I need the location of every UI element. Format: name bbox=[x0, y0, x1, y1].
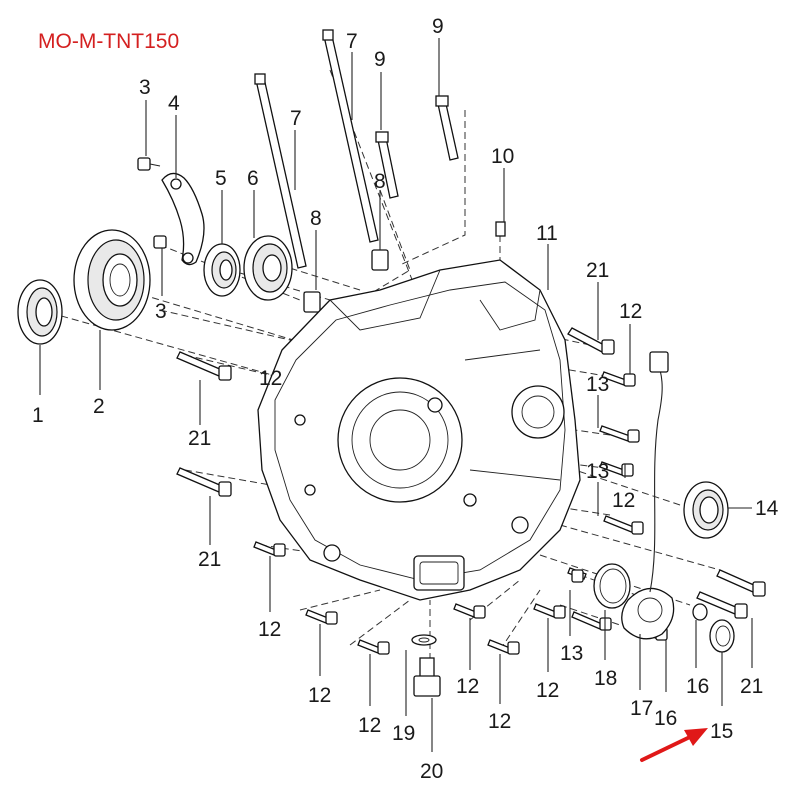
callout-label: 12 bbox=[259, 367, 282, 390]
callout-label: 11 bbox=[536, 222, 558, 245]
callout-label: 9 bbox=[374, 48, 386, 71]
o-ring bbox=[593, 563, 631, 609]
locating-pin bbox=[495, 221, 506, 237]
callout-labels: 1 2 3 3 4 5 6 7 7 8 8 9 9 10 11 21 12 13… bbox=[32, 15, 779, 783]
callout-label: 19 bbox=[392, 722, 415, 745]
bolt-short-1 bbox=[601, 371, 636, 387]
crankcase-housing bbox=[257, 259, 581, 601]
callout-label: 13 bbox=[586, 373, 609, 396]
red-arrow-icon bbox=[640, 728, 708, 762]
callout-label: 13 bbox=[560, 642, 583, 665]
callout-label: 15 bbox=[710, 720, 733, 743]
callout-label: 20 bbox=[420, 760, 443, 783]
sensor-cover bbox=[621, 351, 675, 640]
callout-label: 4 bbox=[168, 92, 180, 115]
stud-short-left bbox=[375, 131, 399, 199]
retaining-plate bbox=[161, 172, 205, 266]
callout-label: 16 bbox=[686, 675, 709, 698]
callout-label: 5 bbox=[215, 167, 227, 190]
bolt-13-upper bbox=[599, 425, 640, 443]
callout-label: 12 bbox=[619, 300, 642, 323]
callout-label: 14 bbox=[755, 497, 779, 520]
callout-label: 3 bbox=[155, 300, 167, 323]
callout-label: 21 bbox=[188, 427, 211, 450]
callout-label: 2 bbox=[93, 395, 105, 418]
callout-label: 7 bbox=[290, 107, 302, 130]
callout-label: 12 bbox=[612, 489, 635, 512]
oil-seal bbox=[683, 481, 729, 539]
callout-label: 7 bbox=[346, 30, 358, 53]
drain-plug bbox=[413, 657, 441, 697]
bolt-long-upper-left bbox=[176, 351, 232, 381]
callout-label: 21 bbox=[740, 675, 763, 698]
screw-lower bbox=[153, 235, 167, 249]
stud-long-left bbox=[254, 73, 307, 269]
callout-label: 18 bbox=[594, 667, 617, 690]
callout-label: 6 bbox=[247, 167, 259, 190]
bolt-long-lower-right bbox=[716, 569, 766, 597]
leader-lines bbox=[39, 38, 753, 752]
bolt-13-mid bbox=[603, 515, 644, 535]
dowel-pin-right bbox=[371, 249, 389, 271]
bearing-6 bbox=[243, 235, 293, 301]
callout-label: 17 bbox=[630, 697, 653, 720]
callout-label: 12 bbox=[258, 618, 281, 641]
bolt-short-7 bbox=[487, 639, 520, 655]
bolt-short-4 bbox=[305, 609, 338, 625]
model-code: MO-M-TNT150 bbox=[38, 30, 180, 53]
screw-top bbox=[137, 157, 161, 171]
callout-label: 21 bbox=[586, 259, 609, 282]
stud-long-right bbox=[322, 29, 379, 243]
bolt-short-3 bbox=[253, 541, 286, 557]
callout-label: 12 bbox=[536, 679, 559, 702]
bolt-short-9 bbox=[567, 567, 587, 583]
callout-label: 12 bbox=[358, 714, 381, 737]
bearing-5 bbox=[203, 243, 241, 297]
callout-label: 13 bbox=[586, 460, 609, 483]
bolt-long-mid-left bbox=[176, 467, 232, 497]
callout-label: 8 bbox=[374, 170, 386, 193]
callout-label: 8 bbox=[310, 207, 322, 230]
callout-label: 16 bbox=[654, 707, 677, 730]
callout-label: 12 bbox=[456, 675, 479, 698]
bolt-short-6 bbox=[453, 603, 486, 619]
callout-label: 12 bbox=[488, 710, 511, 733]
callout-label: 3 bbox=[139, 76, 151, 99]
callout-label: 10 bbox=[491, 145, 514, 168]
bolt-short-8 bbox=[533, 603, 566, 619]
seal-ring bbox=[709, 619, 735, 653]
callout-label: 12 bbox=[308, 684, 331, 707]
callout-label: 1 bbox=[32, 404, 44, 427]
drain-washer bbox=[411, 634, 437, 646]
bolt-long-lower-right-2 bbox=[696, 591, 748, 619]
bearing-small bbox=[17, 279, 63, 345]
bolt-long-upper-right bbox=[567, 327, 615, 355]
callout-label: 21 bbox=[198, 548, 221, 571]
callout-label: 9 bbox=[432, 15, 444, 38]
stud-short-right bbox=[435, 95, 459, 161]
bearing-large bbox=[73, 229, 151, 331]
dowel-pin-left bbox=[303, 291, 321, 313]
washer-16 bbox=[692, 603, 708, 621]
bolt-short-5 bbox=[357, 639, 390, 655]
